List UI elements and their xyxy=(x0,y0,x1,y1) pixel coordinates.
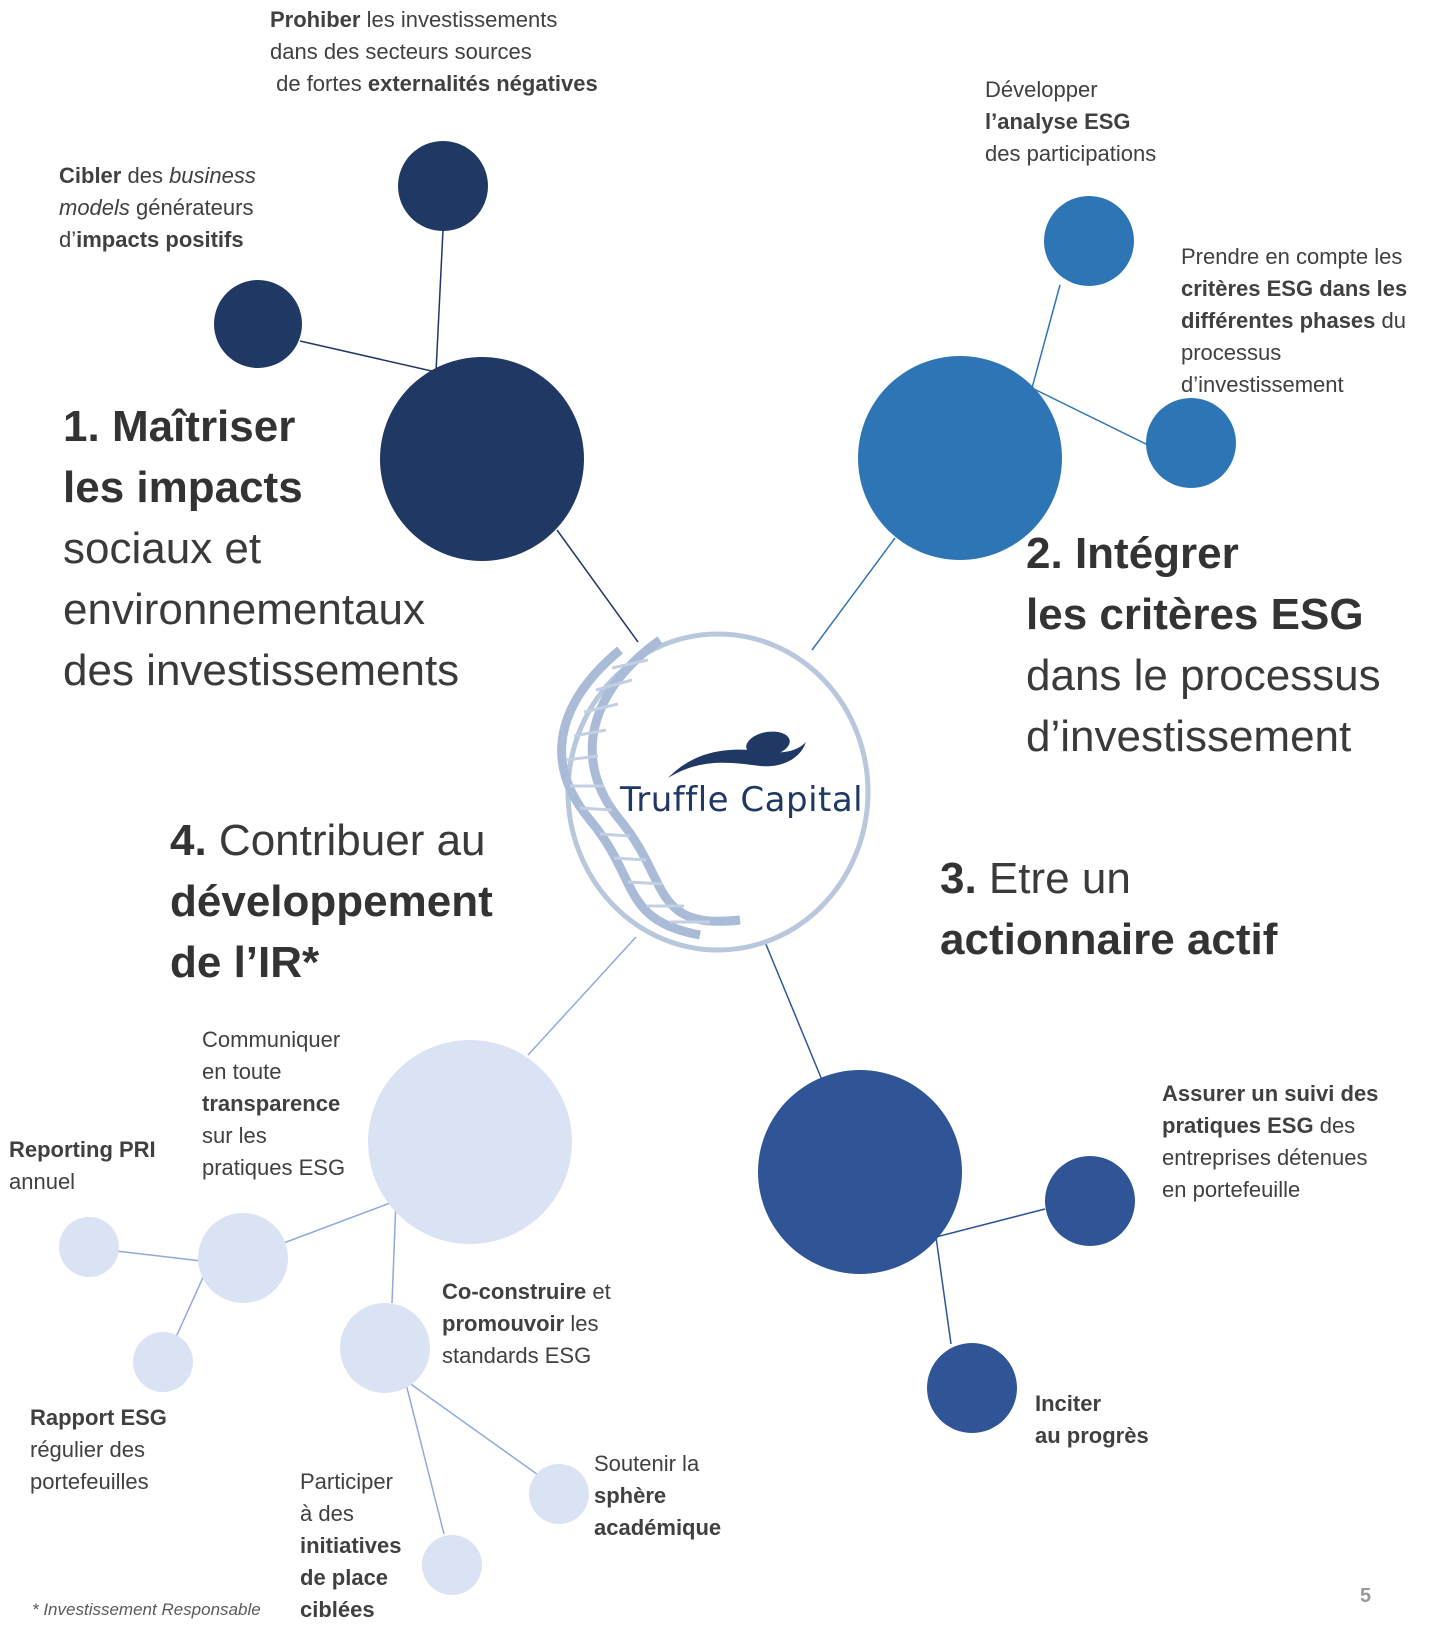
connector-center-pillar4 xyxy=(527,936,637,1056)
connector-coconstruire-participer xyxy=(404,1379,445,1535)
pillar4-coconstruire-label: Co-construire et promouvoir les standard… xyxy=(442,1279,611,1368)
pillar3-suivi-label: Assurer un suivi des pratiques ESG des e… xyxy=(1162,1081,1379,1202)
pillar1-main-circle xyxy=(380,357,584,561)
pillar4-reporting-circle xyxy=(59,1217,119,1277)
connector-center-pillar2 xyxy=(811,537,896,651)
pillar2-criteres-label: Prendre en compte les critères ESG dans … xyxy=(1181,244,1408,397)
pillar4-coconstruire-circle xyxy=(340,1303,430,1393)
pillar1-prohiber-circle xyxy=(398,141,488,231)
pillar4-main-circle xyxy=(368,1040,572,1244)
pillar4-rapport-label: Rapport ESG régulier des portefeuilles xyxy=(30,1405,167,1494)
connector-center-pillar3 xyxy=(764,941,823,1081)
truffle-capital-logo-text: Truffle Capital xyxy=(620,780,864,820)
pillar1-prohiber-label: Prohiber les investissements dans des se… xyxy=(270,7,598,96)
footnote: * Investissement Responsable xyxy=(32,1600,261,1619)
connector-pillar1-prohiber xyxy=(435,229,444,373)
pillar4-rapport-circle xyxy=(133,1332,193,1392)
connector-center-pillar1 xyxy=(556,529,639,643)
pillar3-main-circle xyxy=(758,1070,962,1274)
pillar4-participer-circle xyxy=(422,1535,482,1595)
connector-pillar2-analyse xyxy=(1031,284,1061,389)
pillar3-inciter-circle xyxy=(927,1343,1017,1433)
connector-communiquer-reporting xyxy=(115,1250,211,1263)
pillar1-title: 1. Maîtriser les impacts sociaux et envi… xyxy=(63,402,460,695)
pillar2-analyse-label: Développer l’analyse ESG des participati… xyxy=(985,77,1157,166)
page-number: 5 xyxy=(1360,1585,1372,1607)
dna-helix-ring-icon xyxy=(557,631,871,953)
pillar2-analyse-circle xyxy=(1044,196,1134,286)
pillar4-soutenir-circle xyxy=(529,1464,589,1524)
connector-pillar1-cibler xyxy=(299,340,437,373)
pillar3-inciter-label: Inciter au progrès xyxy=(1035,1391,1149,1448)
pillar1-cibler-label: Cibler des business models générateurs d… xyxy=(59,163,256,252)
pillar4-soutenir-label: Soutenir la sphère académique xyxy=(594,1451,722,1540)
pillar2-main-circle xyxy=(858,356,1062,560)
pillar1-cibler-circle xyxy=(214,280,302,368)
pillar3-suivi-circle xyxy=(1045,1156,1135,1246)
pillar2-title: 2. Intégrer les critères ESG dans le pro… xyxy=(1026,529,1381,761)
connector-pillar3-suivi xyxy=(935,1208,1046,1238)
pillar3-title: 3. Etre un actionnaire actif xyxy=(940,854,1278,964)
pillar4-participer-label: Participer à des initiatives de place ci… xyxy=(300,1469,402,1622)
pillar4-title: 4. Contribuer au développement de l’IR* xyxy=(170,816,493,987)
connector-pillar4-communiquer xyxy=(280,1199,399,1245)
pillar4-reporting-label: Reporting PRI annuel xyxy=(9,1137,156,1194)
pillar4-communiquer-circle xyxy=(198,1213,288,1303)
connector-coconstruire-soutenir xyxy=(404,1379,542,1478)
truffle-capital-logo-mark xyxy=(668,731,806,778)
pillar2-criteres-circle xyxy=(1146,398,1236,488)
connector-pillar2-criteres xyxy=(1031,387,1149,446)
connector-pillar4-coconstruire xyxy=(391,1199,397,1304)
connector-pillar3-inciter xyxy=(935,1236,952,1345)
pillar4-communiquer-label: Communiquer en toute transparence sur le… xyxy=(202,1027,346,1180)
